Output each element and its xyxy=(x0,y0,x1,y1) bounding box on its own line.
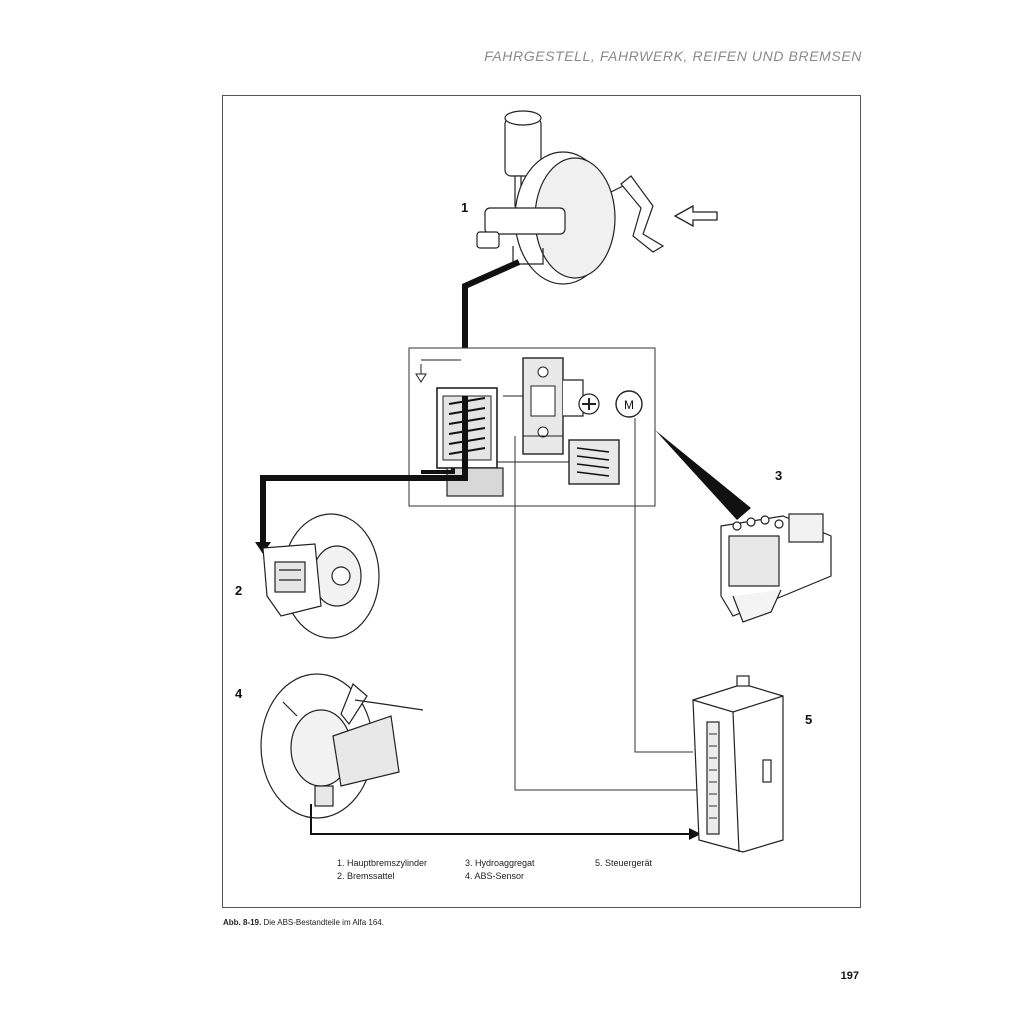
legend-column-1: 1. Hauptbremszylinder 2. Bremssattel xyxy=(337,857,427,883)
part-number-4: 4 xyxy=(235,686,243,701)
legend-item-4: 4. ABS-Sensor xyxy=(465,871,525,881)
caption-label: Abb. 8-19. xyxy=(223,918,262,927)
legend-item-2: 2. Bremssattel xyxy=(337,871,395,881)
legend-column-2: 3. Hydroaggregat 4. ABS-Sensor xyxy=(465,857,535,883)
control-unit-illustration xyxy=(692,675,784,853)
hydraulic-schematic: M xyxy=(408,347,656,507)
part-number-3: 3 xyxy=(775,468,783,483)
legend-item-3: 3. Hydroaggregat xyxy=(465,858,535,868)
part-number-2: 2 xyxy=(235,583,243,598)
brake-caliper-illustration xyxy=(262,513,380,639)
part-number-5: 5 xyxy=(805,712,813,727)
figure-abs-components: M xyxy=(222,95,861,908)
control-line-motor xyxy=(634,418,693,753)
motor-label: M xyxy=(624,398,634,412)
part-number-1: 1 xyxy=(461,200,469,215)
control-line-valve xyxy=(514,436,699,791)
legend-item-1: 1. Hauptbremszylinder xyxy=(337,858,428,868)
page-number: 197 xyxy=(840,970,859,982)
figure-caption: Abb. 8-19. Die ABS-Bestandteile im Alfa … xyxy=(223,918,384,927)
pointer-wedge xyxy=(655,430,751,520)
abs-schematic-illustration: M xyxy=(255,110,832,853)
caption-text: Die ABS-Bestandteile im Alfa 164. xyxy=(263,918,384,927)
legend-column-3: 5. Steuergerät xyxy=(595,857,652,870)
running-title: FAHRGESTELL, FAHRWERK, REIFEN UND BREMSE… xyxy=(484,48,862,64)
abs-sensor-illustration xyxy=(260,673,424,819)
brake-line-caliper xyxy=(260,396,468,546)
sensor-cable xyxy=(310,804,691,835)
master-cylinder-illustration xyxy=(476,110,718,285)
legend-item-5: 5. Steuergerät xyxy=(595,858,653,868)
hydraulic-unit-illustration xyxy=(720,513,832,623)
